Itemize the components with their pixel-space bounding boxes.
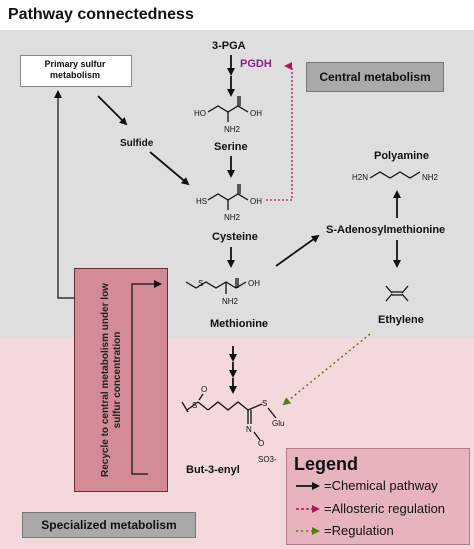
legend-title: Legend: [294, 454, 359, 474]
serine-label: Serine: [214, 141, 248, 153]
cysteine-label: Cysteine: [212, 231, 258, 243]
page-title: Pathway connectedness: [8, 6, 194, 23]
butenyl-so3: SO3-: [258, 455, 277, 464]
serine-nh2: NH2: [224, 125, 241, 134]
methionine-nh2: NH2: [222, 297, 239, 306]
butenyl-glu: Glu: [272, 419, 284, 428]
butenyl-o2: O: [258, 439, 264, 448]
butenyl-o1: O: [201, 385, 207, 394]
polyamine-label: Polyamine: [374, 150, 430, 162]
methionine-s: S: [198, 279, 203, 288]
polyamine-nh2: NH2: [422, 173, 439, 182]
serine-structure: [207, 96, 249, 122]
recycle-box: [74, 268, 168, 492]
cysteine-structure: [207, 184, 249, 210]
methionine-label: Methionine: [210, 318, 269, 330]
recycle-loop: [54, 90, 162, 475]
legend-allosteric-regulation: =Allosteric regulation: [324, 501, 446, 516]
serine-ho: HO: [194, 109, 206, 118]
pga-label: 3-PGA: [212, 40, 246, 52]
regulation-arrow: [282, 333, 371, 406]
sam-label: S-Adenosylmethionine: [326, 224, 446, 236]
arrow-methionine-to-sam: [275, 234, 320, 267]
cysteine-oh: OH: [250, 197, 262, 206]
serine-oh: OH: [250, 109, 262, 118]
polyamine-h2n: H2N: [352, 173, 368, 182]
butenyl-s2: S: [262, 399, 267, 408]
central-metabolism-tag: Central metabolism: [306, 62, 444, 92]
cysteine-nh2: NH2: [224, 213, 241, 222]
cysteine-hs: HS: [196, 197, 207, 206]
legend-regulation: =Regulation: [324, 523, 394, 538]
pgdh-label: PGDH: [240, 58, 272, 70]
sulfide-label: Sulfide: [120, 138, 154, 149]
polyamine-structure: [369, 171, 421, 179]
specialized-metabolism-tag: Specialized metabolism: [22, 512, 196, 538]
primary-sulfur-label: Primary sulfur metabolism: [44, 59, 106, 80]
butenyl-n: N: [246, 425, 252, 434]
butenyl-s1: S: [192, 401, 197, 410]
arrow-primary-to-sulfide: [97, 95, 128, 126]
butenyl-structure: [181, 393, 277, 441]
legend-chemical-pathway: =Chemical pathway: [324, 478, 438, 493]
arrow-sulfide-to-cysteine: [149, 151, 190, 186]
methionine-oh: OH: [248, 279, 260, 288]
butenyl-label: But-3-enyl: [186, 464, 240, 476]
methionine-structure: [185, 278, 247, 294]
primary-sulfur-box: [20, 55, 132, 87]
ethylene-structure: [385, 285, 409, 302]
ethylene-label: Ethylene: [378, 314, 424, 326]
allosteric-regulation-arrow: [266, 62, 293, 201]
